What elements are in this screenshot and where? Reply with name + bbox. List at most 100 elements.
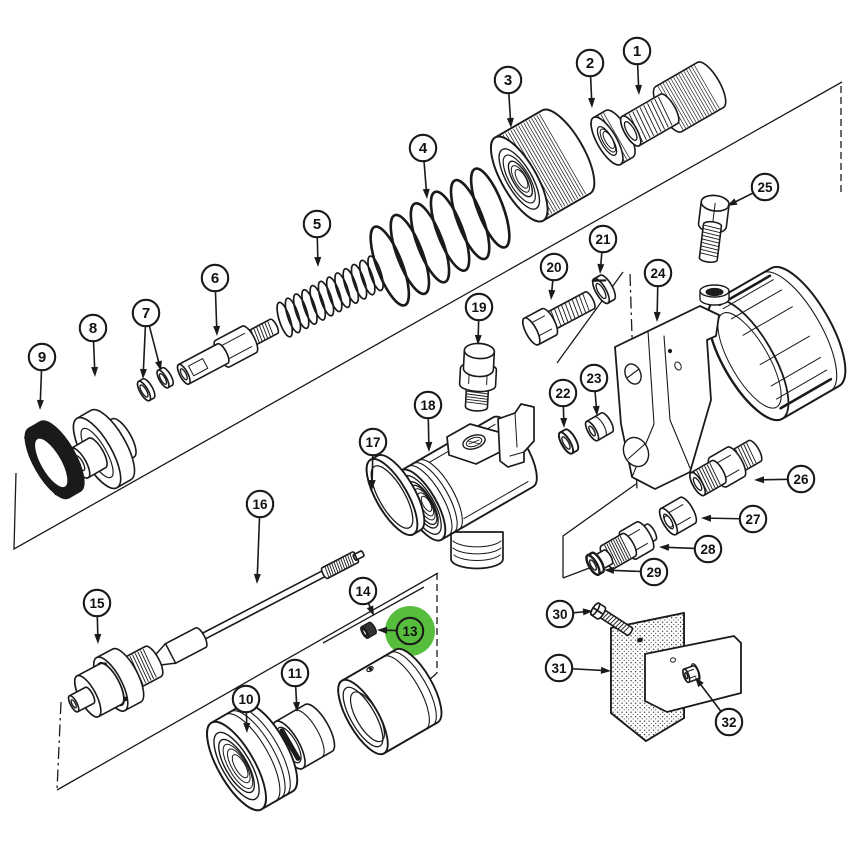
callout-2[interactable]: 2 bbox=[575, 48, 605, 108]
leader-line bbox=[256, 517, 261, 578]
coil bbox=[367, 255, 384, 292]
detail-dot bbox=[368, 667, 373, 671]
thread-line bbox=[142, 648, 157, 678]
knurl-line bbox=[686, 69, 712, 114]
callout-circle-23[interactable] bbox=[579, 363, 609, 393]
callout-circle-20[interactable] bbox=[539, 252, 569, 282]
thread-line bbox=[615, 620, 622, 628]
leader-arrowhead bbox=[695, 677, 704, 688]
callout-4[interactable]: 4 bbox=[408, 133, 438, 199]
callout-3[interactable]: 3 bbox=[493, 65, 523, 128]
callout-circle-30[interactable] bbox=[545, 599, 575, 629]
callout-circle-28[interactable] bbox=[693, 534, 723, 564]
callout-1[interactable]: 1 bbox=[622, 36, 652, 95]
callout-circle-21[interactable] bbox=[588, 224, 618, 254]
callout-10[interactable]: 10 bbox=[231, 684, 261, 733]
thread-line bbox=[617, 537, 629, 560]
callout-circle-18[interactable] bbox=[413, 390, 443, 420]
callout-circle-6[interactable] bbox=[200, 263, 230, 293]
thread-line bbox=[256, 326, 263, 342]
callout-number-30: 30 bbox=[552, 607, 567, 622]
callout-circle-19[interactable] bbox=[464, 292, 494, 322]
leader-arrowhead bbox=[635, 84, 643, 95]
part-22-seal-washer bbox=[557, 428, 580, 455]
callout-21[interactable]: 21 bbox=[588, 224, 618, 274]
callout-circle-31[interactable] bbox=[544, 653, 574, 683]
callout-circle-29[interactable] bbox=[639, 557, 669, 587]
leader-line bbox=[636, 64, 640, 89]
callout-circle-17[interactable] bbox=[358, 427, 388, 457]
callout-number-22: 22 bbox=[555, 386, 570, 401]
callout-11[interactable]: 11 bbox=[280, 658, 310, 712]
thread-line bbox=[654, 98, 669, 128]
coil bbox=[284, 297, 302, 334]
callout-circle-32[interactable] bbox=[714, 707, 744, 737]
knurl-line bbox=[523, 122, 571, 204]
callout-23[interactable]: 23 bbox=[579, 363, 609, 416]
callout-15[interactable]: 15 bbox=[82, 588, 112, 644]
callout-circle-8[interactable] bbox=[78, 313, 108, 343]
callout-27[interactable]: 27 bbox=[701, 504, 768, 534]
callout-8[interactable]: 8 bbox=[78, 313, 108, 377]
callout-circle-13[interactable] bbox=[395, 616, 425, 646]
callout-circle-27[interactable] bbox=[738, 504, 768, 534]
callout-circle-15[interactable] bbox=[82, 588, 112, 618]
callout-number-7: 7 bbox=[142, 305, 150, 322]
coil bbox=[449, 178, 491, 261]
callout-22[interactable]: 22 bbox=[548, 378, 578, 428]
callout-6[interactable]: 6 bbox=[200, 263, 230, 336]
callout-31[interactable]: 31 bbox=[544, 653, 611, 683]
callout-circle-7[interactable] bbox=[131, 298, 161, 328]
callout-circle-1[interactable] bbox=[622, 36, 652, 66]
part-29-o-ring bbox=[585, 551, 605, 576]
callout-circle-14[interactable] bbox=[348, 576, 378, 606]
bore-hole bbox=[361, 628, 368, 637]
leader-line bbox=[760, 478, 788, 481]
knurl-line bbox=[526, 121, 573, 202]
callout-28[interactable]: 28 bbox=[659, 534, 723, 564]
leader-line bbox=[656, 286, 659, 316]
callout-13[interactable]: 13 bbox=[377, 616, 425, 646]
callout-14[interactable]: 14 bbox=[348, 576, 378, 616]
callout-circle-24[interactable] bbox=[643, 258, 673, 288]
callout-20[interactable]: 20 bbox=[539, 252, 569, 300]
callout-circle-9[interactable] bbox=[27, 342, 57, 372]
leader-line bbox=[96, 616, 99, 638]
callout-circle-22[interactable] bbox=[548, 378, 578, 408]
callout-circle-16[interactable] bbox=[245, 489, 275, 519]
callout-5[interactable]: 5 bbox=[302, 209, 332, 267]
leader-arrowhead bbox=[604, 566, 615, 574]
callout-circle-25[interactable] bbox=[750, 172, 780, 202]
callout-circle-2[interactable] bbox=[575, 48, 605, 78]
callout-7[interactable]: 7 bbox=[131, 298, 162, 379]
coil bbox=[292, 293, 310, 330]
callout-16[interactable]: 16 bbox=[245, 489, 275, 584]
callout-29[interactable]: 29 bbox=[604, 557, 669, 587]
callout-30[interactable]: 30 bbox=[545, 599, 593, 629]
callout-32[interactable]: 32 bbox=[695, 677, 744, 737]
callout-circle-26[interactable] bbox=[786, 464, 816, 494]
thread-line bbox=[702, 238, 719, 244]
callout-24[interactable]: 24 bbox=[643, 258, 673, 322]
callout-circle-5[interactable] bbox=[302, 209, 332, 239]
callout-18[interactable]: 18 bbox=[413, 390, 443, 452]
leader-arrowhead bbox=[292, 701, 300, 712]
callout-circle-10[interactable] bbox=[231, 684, 261, 714]
callout-9[interactable]: 9 bbox=[27, 342, 57, 410]
callout-25[interactable]: 25 bbox=[727, 172, 780, 206]
part-15-check-valve-assembly bbox=[67, 645, 164, 718]
callout-circle-4[interactable] bbox=[408, 133, 438, 163]
thread-line bbox=[607, 615, 615, 623]
band-line bbox=[407, 465, 453, 537]
callout-circle-11[interactable] bbox=[280, 658, 310, 688]
knurl-line bbox=[533, 116, 581, 198]
callout-circle-3[interactable] bbox=[493, 65, 523, 95]
thread-line bbox=[466, 401, 487, 405]
leader-arrowhead bbox=[600, 666, 611, 674]
callout-26[interactable]: 26 bbox=[754, 464, 816, 494]
cylinder-body bbox=[707, 265, 847, 422]
callout-19[interactable]: 19 bbox=[464, 292, 494, 345]
callout-17[interactable]: 17 bbox=[358, 427, 388, 490]
